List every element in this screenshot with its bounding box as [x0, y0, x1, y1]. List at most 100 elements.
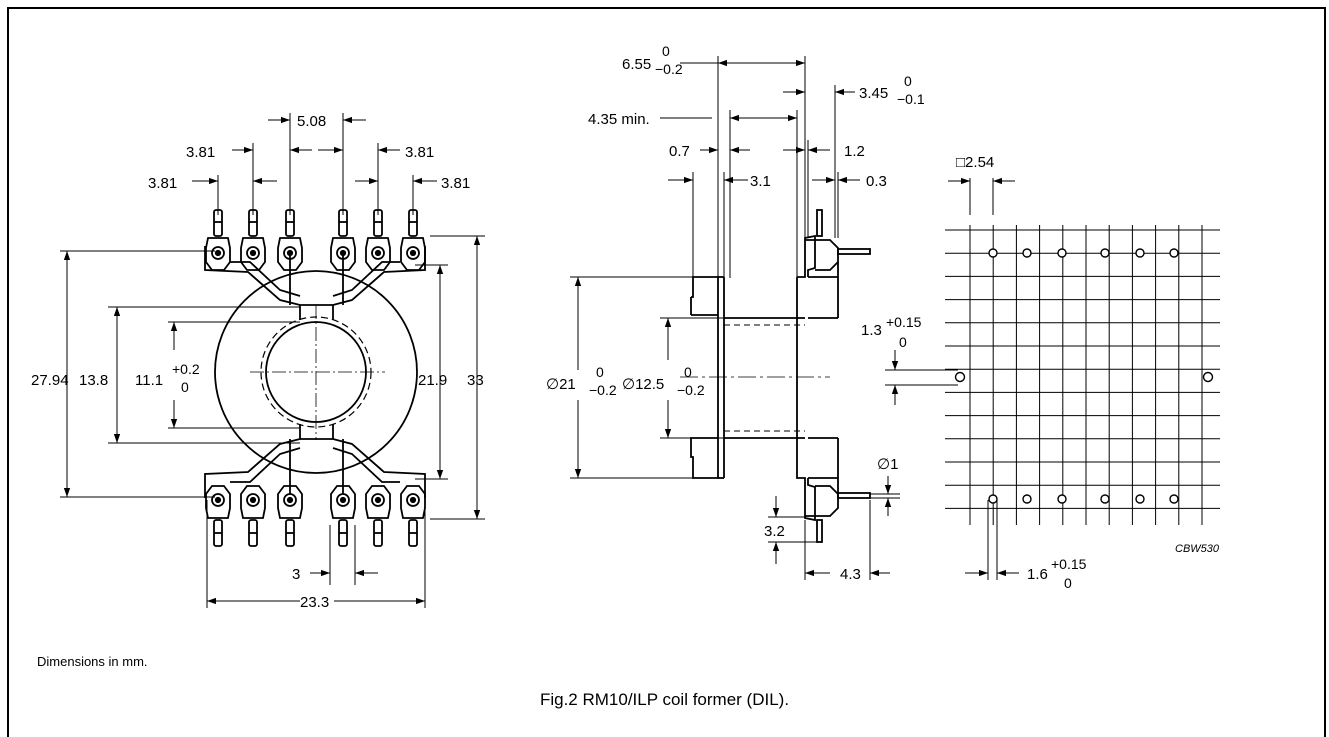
tol-3-45-lower: −0.1 — [897, 91, 925, 107]
figure-frame — [7, 7, 1326, 737]
dim-3-45: 3.45 — [859, 85, 888, 102]
side-top-stub — [816, 209, 823, 237]
pcb-hole-top-3 — [1057, 248, 1067, 258]
side-bottom-stub — [816, 519, 823, 543]
pcb-hole-top-2 — [1022, 248, 1032, 258]
tol-11-1-lower: 0 — [181, 379, 189, 395]
front-view-dimensions — [60, 113, 485, 608]
dia-21: ∅21 — [546, 376, 576, 393]
dim-5-08: 5.08 — [297, 113, 326, 130]
top-pin-row — [205, 209, 426, 271]
bottom-pin-pad-5 — [365, 485, 391, 519]
top-pin-pad-2 — [240, 237, 266, 271]
tol-1-3-lower: 0 — [899, 334, 907, 350]
pcb-hole-right — [1202, 371, 1214, 383]
dia-12-5: ∅12.5 — [622, 376, 664, 393]
dim-1-2: 1.2 — [844, 143, 865, 160]
dim-3-1: 3.1 — [750, 173, 771, 190]
grid-view-dimensions — [885, 177, 1019, 580]
tol-6-55-lower: −0.2 — [655, 61, 683, 77]
tol-1-6-upper: +0.15 — [1051, 556, 1087, 572]
dim-0-3: 0.3 — [866, 173, 887, 190]
bottom-pin-hole-2 — [246, 493, 260, 507]
dim-1-3: 1.3 — [861, 322, 882, 339]
dim-3-81-bottom-left: 3.81 — [148, 175, 177, 192]
bottom-pin-hole-1 — [211, 493, 225, 507]
top-pin-hole-5 — [371, 246, 385, 260]
tol-12-5-lower: −0.2 — [677, 382, 705, 398]
dim-3-81-bottom-right: 3.81 — [441, 175, 470, 192]
figure-caption: Fig.2 RM10/ILP coil former (DIL). — [539, 690, 790, 709]
tol-21-lower: −0.2 — [589, 382, 617, 398]
dim-0-7: 0.7 — [669, 143, 690, 160]
front-view — [204, 246, 426, 498]
bottom-pin-hole-3 — [283, 493, 297, 507]
dim-33: 33 — [467, 372, 484, 389]
bottom-pin-hole-4 — [336, 493, 350, 507]
dim-1-6: 1.6 — [1027, 566, 1048, 583]
dim-3-pin-gap: 3 — [292, 566, 300, 583]
top-pin-hole-4 — [336, 246, 350, 260]
tol-1-6-lower: 0 — [1064, 575, 1072, 591]
bottom-carrier-frame — [204, 438, 426, 498]
top-pin-carrier — [805, 239, 839, 271]
bottom-pin-pad-4 — [330, 485, 356, 519]
dim-3-81-top-right: 3.81 — [405, 144, 434, 161]
dim-4-3: 4.3 — [840, 566, 861, 583]
pcb-hole-bottom-4 — [1100, 494, 1110, 504]
left-flange — [690, 276, 719, 479]
pcb-hole-grid — [945, 225, 1220, 525]
right-flange — [796, 234, 816, 522]
top-carrier-frame — [204, 246, 426, 306]
bottom-pin-carrier — [805, 485, 839, 517]
former-outer-ring — [214, 270, 418, 474]
top-pin-hole-2 — [246, 246, 260, 260]
pcb-hole-bottom-1 — [988, 494, 998, 504]
tol-1-3-upper: +0.15 — [886, 314, 922, 330]
bottom-pin-row — [205, 485, 426, 547]
top-pin-pad-5 — [365, 237, 391, 271]
tol-11-1-upper: +0.2 — [172, 361, 200, 377]
pcb-hole-top-5 — [1135, 248, 1145, 258]
side-bottom-pin — [837, 492, 871, 499]
tol-21-upper: 0 — [596, 364, 604, 380]
dim-23-3: 23.3 — [300, 594, 329, 611]
dim-3-81-top-left: 3.81 — [186, 144, 215, 161]
top-pin-pad-4 — [330, 237, 356, 271]
pcb-hole-top-6 — [1169, 248, 1179, 258]
dim-4-35-min: 4.35 min. — [588, 111, 650, 128]
dia-1-pin: ∅1 — [877, 456, 898, 473]
tol-6-55-upper: 0 — [662, 43, 670, 59]
dim-21-9: 21.9 — [418, 372, 447, 389]
top-pin-pad-1 — [205, 237, 231, 271]
side-view — [680, 209, 871, 543]
dim-13-8: 13.8 — [79, 372, 108, 389]
bottom-pin-hole-5 — [371, 493, 385, 507]
pcb-hole-top-1 — [988, 248, 998, 258]
bottom-pin-hole-6 — [406, 493, 420, 507]
dim-27-94: 27.94 — [31, 372, 69, 389]
dimensions-note: Dimensions in mm. — [37, 654, 148, 669]
tol-12-5-upper: 0 — [684, 364, 692, 380]
tol-3-45-upper: 0 — [904, 73, 912, 89]
top-pin-pad-6 — [400, 237, 426, 271]
pcb-hole-bottom-3 — [1057, 494, 1067, 504]
drawing-code: CBW530 — [1175, 543, 1220, 555]
pcb-hole-left — [954, 371, 966, 383]
top-pin-hole-3 — [283, 246, 297, 260]
pcb-holes — [954, 248, 1214, 504]
dim-6-55: 6.55 — [622, 56, 651, 73]
side-top-pin — [837, 248, 871, 255]
pcb-hole-bottom-6 — [1169, 494, 1179, 504]
dim-3-2: 3.2 — [764, 523, 785, 540]
bottom-pin-pad-1 — [205, 485, 231, 519]
bottom-pin-pad-3 — [277, 485, 303, 519]
bottom-pin-pad-2 — [240, 485, 266, 519]
pcb-hole-bottom-5 — [1135, 494, 1145, 504]
dim-11-1: 11.1 — [135, 372, 163, 389]
pcb-hole-top-4 — [1100, 248, 1110, 258]
grid-2-54: □2.54 — [956, 154, 994, 171]
pcb-hole-bottom-2 — [1022, 494, 1032, 504]
bottom-pin-pad-6 — [400, 485, 426, 519]
